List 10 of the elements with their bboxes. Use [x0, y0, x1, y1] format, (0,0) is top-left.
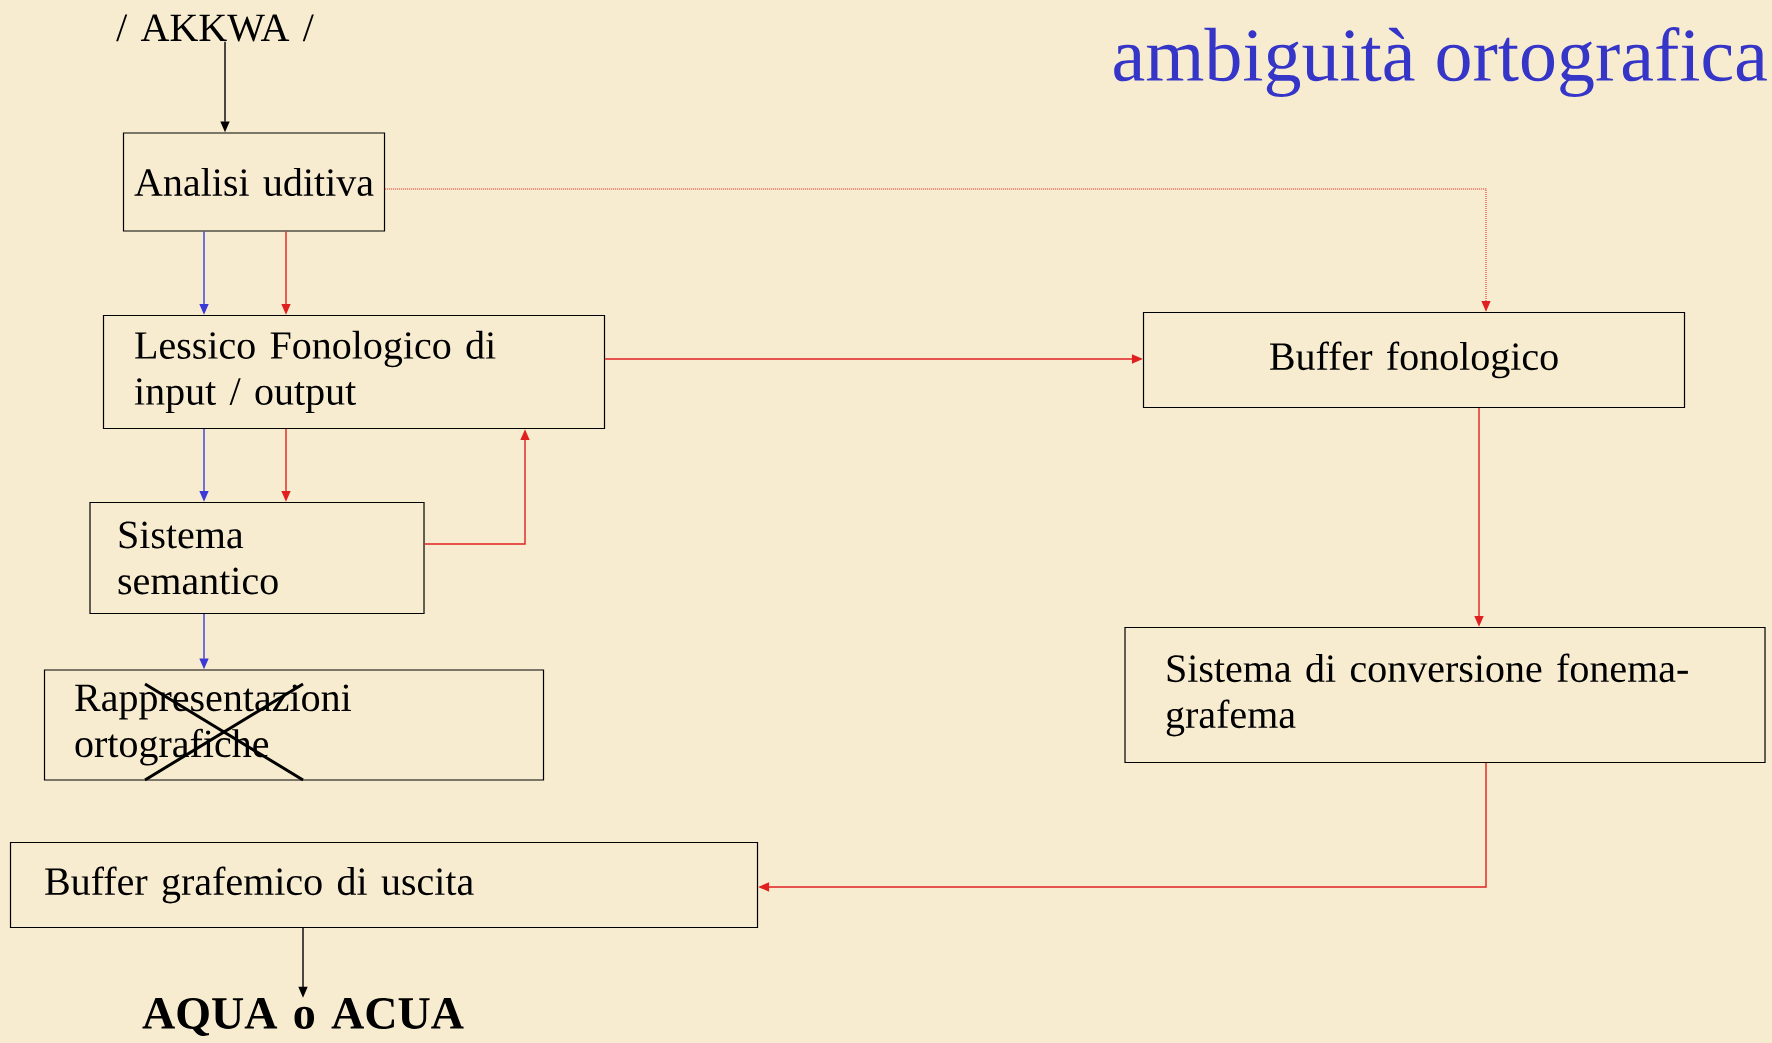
arrow: [384, 188, 1491, 312]
process-box: Sistema di conversione fonema-grafema: [1124, 626, 1766, 764]
process-box: Lessico Fonologico di input / output: [102, 314, 606, 430]
process-box: Buffer grafemico di uscita: [9, 841, 759, 929]
input-text: / AKKWA /: [116, 14, 314, 42]
process-box: Buffer fonologico: [1142, 311, 1686, 409]
process-box: Sistema semantico: [89, 501, 425, 615]
title: ambiguità ortografica: [1114, 27, 1767, 97]
output-text: AQUA o ACUA: [142, 998, 464, 1036]
process-box: Analisi uditiva: [122, 132, 386, 232]
